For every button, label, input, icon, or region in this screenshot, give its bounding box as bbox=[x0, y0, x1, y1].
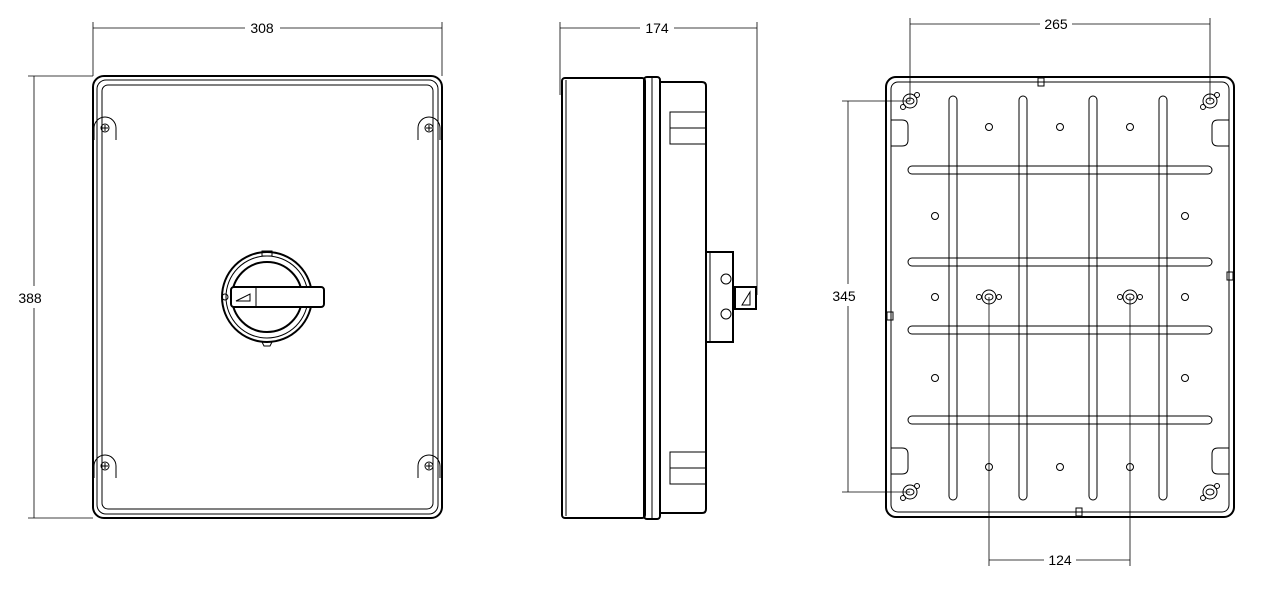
screw-boss-outline bbox=[93, 116, 117, 140]
rib-horizontal bbox=[907, 165, 1213, 175]
dimension-label: 174 bbox=[645, 20, 669, 36]
side-body bbox=[561, 77, 646, 519]
front-view bbox=[92, 75, 443, 519]
dimension-label: 345 bbox=[832, 288, 856, 304]
center-screw bbox=[1137, 294, 1143, 300]
rib-cell bbox=[1096, 173, 1160, 259]
screw-icon bbox=[424, 123, 434, 133]
rear-inner-edge bbox=[890, 81, 1230, 513]
small-hole-icon bbox=[1181, 374, 1189, 382]
rear-notch bbox=[1075, 507, 1083, 517]
small-hole-icon bbox=[1181, 293, 1189, 301]
side-switch bbox=[705, 251, 757, 343]
mounting-screw bbox=[900, 104, 906, 110]
dimension-label: 265 bbox=[1044, 16, 1068, 32]
screw-icon bbox=[100, 461, 110, 471]
front-enclosure-edge bbox=[96, 79, 439, 515]
dimension-front-height: 388 bbox=[18, 75, 93, 519]
rear-slot bbox=[891, 119, 909, 147]
rib-cell bbox=[1026, 265, 1090, 327]
rib-cell bbox=[956, 173, 1020, 259]
rib-cell bbox=[1096, 333, 1160, 417]
side-view bbox=[561, 76, 757, 520]
dimension-front-width: 308 bbox=[92, 20, 443, 76]
screw-cross bbox=[426, 463, 432, 469]
screw-icon bbox=[424, 461, 434, 471]
screw-boss-outline bbox=[93, 454, 117, 478]
small-hole-icon bbox=[931, 374, 939, 382]
small-hole-icon bbox=[1126, 123, 1134, 131]
mounting-screw bbox=[1214, 483, 1220, 489]
rear-view bbox=[885, 76, 1235, 518]
small-hole-icon bbox=[1056, 463, 1064, 471]
rib-vertical bbox=[1088, 95, 1098, 501]
rib-horizontal bbox=[907, 257, 1213, 267]
mounting-screw bbox=[1200, 495, 1206, 501]
mounting-hole-icon bbox=[1202, 484, 1218, 500]
lid-screws bbox=[93, 116, 441, 478]
screw-cross bbox=[102, 125, 108, 131]
mounting-screw bbox=[914, 483, 920, 489]
rear-slot bbox=[891, 447, 909, 475]
side-lid-flange bbox=[643, 76, 661, 520]
dimension-side-depth: 174 bbox=[559, 20, 758, 295]
screw-cross bbox=[426, 125, 432, 131]
center-screw bbox=[976, 294, 982, 300]
mounting-screw bbox=[1200, 104, 1206, 110]
dimension-rear-center-holes: 124 bbox=[988, 297, 1131, 568]
rib-vertical bbox=[948, 95, 958, 501]
rear-notch bbox=[1037, 77, 1045, 87]
dimension-label: 308 bbox=[250, 20, 274, 36]
small-hole-icon bbox=[1056, 123, 1064, 131]
rib-cell bbox=[1026, 173, 1090, 259]
dimension-label: 388 bbox=[18, 290, 42, 306]
screw-icon bbox=[100, 123, 110, 133]
screw-boss-outline bbox=[417, 454, 441, 478]
rib-horizontal bbox=[907, 415, 1213, 425]
small-hole-icon bbox=[931, 293, 939, 301]
rear-slot bbox=[1211, 119, 1229, 147]
center-screw bbox=[996, 294, 1002, 300]
rear-slot bbox=[1211, 447, 1229, 475]
front-lid bbox=[101, 84, 434, 510]
mounting-screw bbox=[900, 495, 906, 501]
dimension-rear-width: 265 bbox=[909, 16, 1211, 101]
rib-cell bbox=[956, 333, 1020, 417]
small-hole-icon bbox=[931, 212, 939, 220]
rotary-switch-handle bbox=[221, 250, 325, 347]
rear-notch bbox=[886, 311, 894, 321]
dimension-label: 124 bbox=[1048, 552, 1072, 568]
rear-notch bbox=[1226, 271, 1234, 281]
screw-cross bbox=[102, 463, 108, 469]
side-back bbox=[660, 81, 707, 514]
rib-vertical bbox=[1018, 95, 1028, 501]
rib-cell bbox=[1026, 333, 1090, 417]
dimension-rear-height: 345 bbox=[832, 100, 910, 493]
mounting-hole-slot bbox=[1205, 488, 1215, 496]
small-hole-icon bbox=[1181, 212, 1189, 220]
screw-boss-outline bbox=[417, 116, 441, 140]
mounting-screw bbox=[914, 92, 920, 98]
rear-outline bbox=[885, 76, 1235, 518]
front-enclosure-outline bbox=[92, 75, 443, 519]
rib-vertical bbox=[1158, 95, 1168, 501]
mounting-screw bbox=[1214, 92, 1220, 98]
rib-horizontal bbox=[907, 325, 1213, 335]
rear-ribs bbox=[907, 95, 1213, 501]
small-hole-icon bbox=[985, 123, 993, 131]
center-screw bbox=[1117, 294, 1123, 300]
